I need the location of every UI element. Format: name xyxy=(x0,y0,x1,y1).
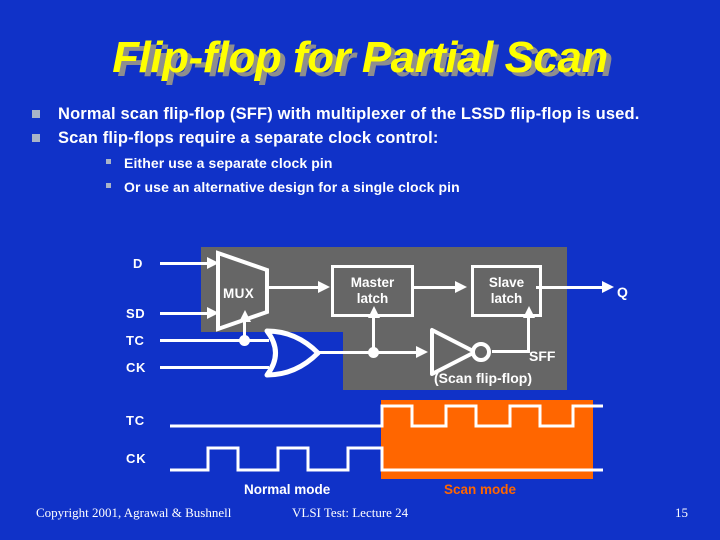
scan-mode-label: Scan mode xyxy=(444,482,517,497)
page-title-shadow: Flip-flop for Partial Scan xyxy=(117,37,613,86)
scan-mode-region xyxy=(381,400,593,479)
waveform-ck xyxy=(170,446,603,472)
inverter-symbol xyxy=(430,328,491,376)
bullet-level1-2: Scan flip-flops require a separate clock… xyxy=(0,128,720,149)
sff-label: SFF xyxy=(529,348,556,364)
bullet-level2-1-label: Either use a separate clock pin xyxy=(124,155,333,171)
output-label-q: Q xyxy=(617,284,629,300)
page-title: Flip-flop for Partial Scan Flip-flop for… xyxy=(0,28,720,92)
bullet-level2-1: Either use a separate clock pin xyxy=(0,153,720,173)
arrow-mux-select-icon xyxy=(239,310,251,322)
wire-d-input xyxy=(160,262,215,265)
wire-tc-input xyxy=(160,339,269,342)
bullet-small-square-icon xyxy=(106,183,111,188)
mux-symbol xyxy=(216,250,269,332)
wire-sd-input xyxy=(160,312,215,315)
bullet-square-icon xyxy=(32,134,40,142)
wire-ck-input xyxy=(160,366,269,369)
arrow-slave-input-icon xyxy=(455,281,467,293)
arrow-d-input-icon xyxy=(207,257,219,269)
master-latch-line1: Master xyxy=(350,275,395,290)
arrow-q-output-icon xyxy=(602,281,614,293)
wire-master-to-slave xyxy=(413,286,461,289)
arrow-slave-clock-icon xyxy=(523,306,535,318)
wire-inverter-to-slave xyxy=(527,313,530,353)
bullet-level2-2-label: Or use an alternative design for a singl… xyxy=(124,179,460,195)
input-label-d: D xyxy=(133,256,143,271)
timing-label-ck: CK xyxy=(126,451,147,466)
bullet-small-square-icon xyxy=(106,159,111,164)
slave-latch-line2: latch xyxy=(490,291,523,306)
wire-mux-to-master xyxy=(267,286,324,289)
wire-tc-branch-to-mux xyxy=(243,318,246,340)
arrow-sd-input-icon xyxy=(207,307,219,319)
footer-page-number: 15 xyxy=(675,505,688,520)
bullet-level1-2-label: Scan flip-flops require a separate clock… xyxy=(58,129,439,147)
mux-label: MUX xyxy=(223,286,255,301)
bullet-list: Normal scan flip-flop (SFF) with multipl… xyxy=(0,104,720,197)
wire-inverter-output xyxy=(492,350,530,353)
waveform-tc xyxy=(170,404,603,428)
slave-latch-line1: Slave xyxy=(488,275,525,290)
bullet-level2-2: Or use an alternative design for a singl… xyxy=(0,177,720,197)
footer-copyright: Copyright 2001, Agrawal & Bushnell xyxy=(36,505,232,520)
timing-label-tc: TC xyxy=(126,413,145,428)
bullet-level1-1: Normal scan flip-flop (SFF) with multipl… xyxy=(0,104,720,125)
footer: Copyright 2001, Agrawal & Bushnell VLSI … xyxy=(0,505,720,529)
arrow-inverter-input-icon xyxy=(416,346,428,358)
arrow-master-clock-icon xyxy=(368,306,380,318)
page-title-text: Flip-flop for Partial Scan xyxy=(112,33,608,82)
bullet-level1-1-label: Normal scan flip-flop (SFF) with multipl… xyxy=(58,105,640,123)
bullet-square-icon xyxy=(32,110,40,118)
input-label-tc: TC xyxy=(126,333,145,348)
junction-dot-clock xyxy=(368,347,379,358)
wire-clock-to-master xyxy=(372,313,375,351)
input-label-sd: SD xyxy=(126,306,146,321)
master-latch-line2: latch xyxy=(356,291,389,306)
or-gate-symbol xyxy=(264,328,321,378)
wire-q-output xyxy=(536,286,610,289)
slave-latch-block: Slave latch xyxy=(471,265,542,317)
sff-sublabel: (Scan flip-flop) xyxy=(434,370,532,386)
arrow-master-input-icon xyxy=(318,281,330,293)
input-label-ck: CK xyxy=(126,360,146,375)
junction-dot-tc xyxy=(239,335,250,346)
normal-mode-label: Normal mode xyxy=(244,482,331,497)
footer-course: VLSI Test: Lecture 24 xyxy=(292,505,409,520)
